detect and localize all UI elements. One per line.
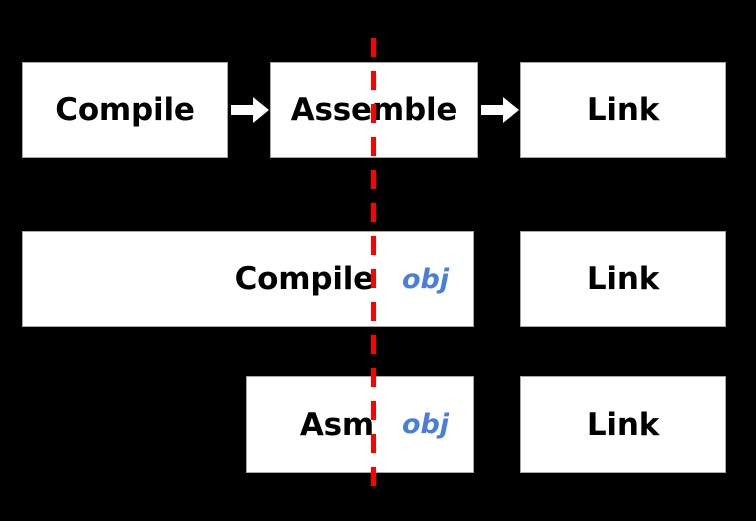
node-label-slot: Compile (234, 232, 375, 326)
node-marker-slot: obj (378, 232, 449, 326)
node-asm-to-obj[interactable]: Asm obj (246, 376, 474, 473)
node-link-stage[interactable]: Link (520, 376, 726, 473)
node-label: Compile (234, 261, 375, 297)
node-marker-slot: obj (378, 377, 449, 472)
arrow-right-icon (481, 97, 519, 123)
node-compile-stage[interactable]: Compile (22, 62, 228, 158)
node-label: Compile (55, 92, 195, 128)
node-label: Asm (299, 406, 374, 443)
node-label-slot: Asm (300, 377, 374, 472)
node-label: Link (586, 261, 660, 297)
node-label: Link (586, 406, 660, 443)
object-file-boundary-divider (371, 38, 376, 500)
node-link-stage[interactable]: Link (520, 231, 726, 327)
node-label: Link (586, 92, 660, 128)
node-compile-to-obj[interactable]: Compile obj (22, 231, 474, 327)
node-link-stage[interactable]: Link (520, 62, 726, 158)
obj-marker-label: obj (402, 263, 450, 295)
obj-marker-label: obj (402, 409, 450, 440)
arrow-right-icon (231, 97, 269, 123)
